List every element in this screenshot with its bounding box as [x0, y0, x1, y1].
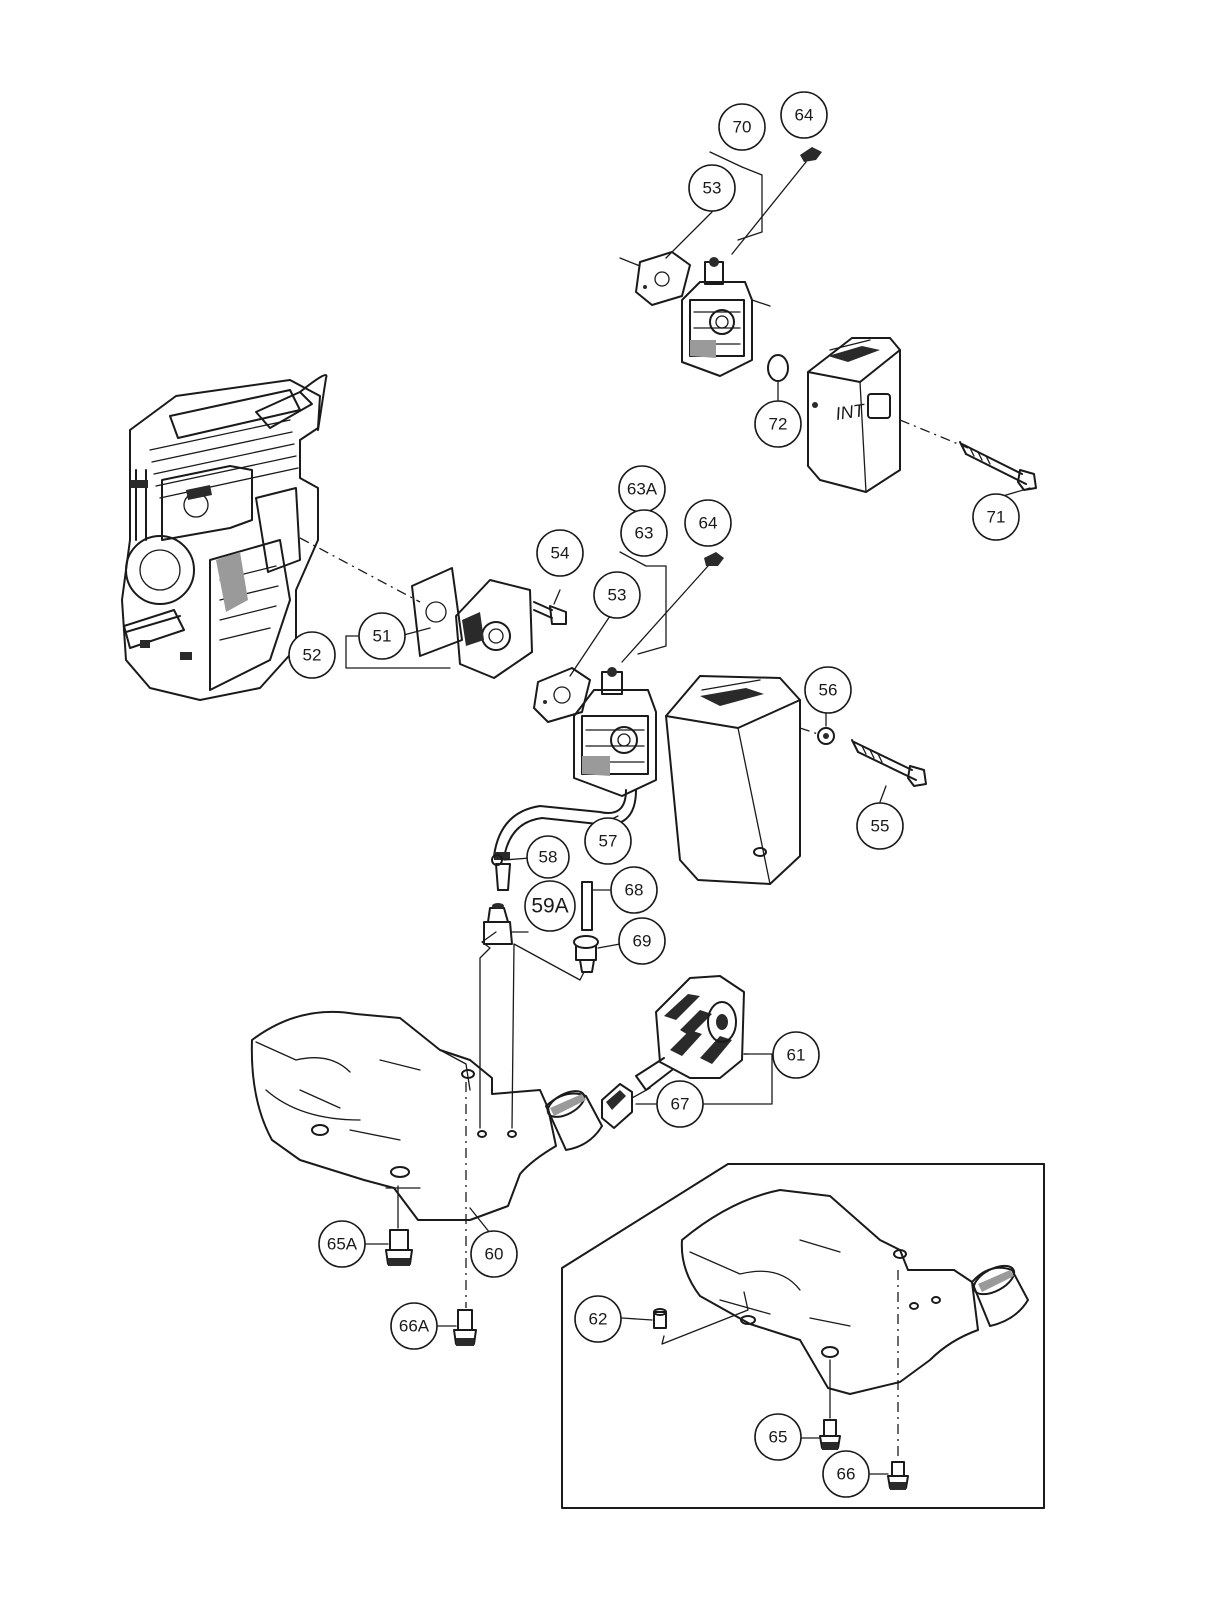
gasket-mid-icon	[533, 667, 591, 723]
bushing-62-icon	[621, 1308, 667, 1329]
engine-block-icon	[121, 374, 328, 701]
fuel-filter-icon	[635, 975, 745, 1091]
mid-carburetor-assembly	[299, 537, 927, 891]
callout-61: 61	[772, 1031, 820, 1079]
fuel-tank-inset-icon	[680, 1189, 979, 1395]
svg-text:66A: 66A	[399, 1317, 430, 1336]
air-cleaner-cover-mid-icon	[665, 675, 801, 885]
callout-57: 57	[584, 817, 632, 865]
callout-63: 63	[620, 509, 668, 557]
callout-72: 72	[754, 400, 802, 448]
svg-text:72: 72	[769, 415, 788, 434]
callout-68: 68	[610, 866, 658, 914]
bolt-65a-icon	[363, 1185, 413, 1266]
svg-text:66: 66	[837, 1465, 856, 1484]
inset-label-int: INT	[834, 400, 867, 424]
callout-53-mid: 53	[593, 571, 641, 619]
clip-mid-icon	[704, 552, 724, 566]
svg-text:71: 71	[987, 508, 1006, 527]
svg-text:56: 56	[819, 681, 838, 700]
callout-67: 67	[656, 1080, 704, 1128]
svg-text:68: 68	[625, 881, 644, 900]
carburetor-mid-icon	[573, 667, 657, 797]
fuel-line-icon	[493, 789, 637, 891]
callout-71: 71	[972, 493, 1020, 541]
bolt-mid-icon	[851, 739, 927, 787]
gasket-top-icon	[635, 251, 691, 306]
callout-58: 58	[526, 835, 570, 879]
callout-64-mid: 64	[684, 499, 732, 547]
svg-text:58: 58	[539, 848, 558, 867]
inset-box	[561, 1163, 1045, 1509]
svg-text:63: 63	[635, 524, 654, 543]
callout-65: 65	[754, 1413, 802, 1461]
clip-top-icon	[731, 147, 822, 255]
gasket-51-icon	[411, 567, 463, 657]
callout-60: 60	[470, 1230, 518, 1278]
svg-text:70: 70	[733, 118, 752, 137]
fuel-tank-main-icon	[250, 1010, 603, 1221]
svg-text:65: 65	[769, 1428, 788, 1447]
callout-54: 54	[536, 529, 584, 577]
insulator-icon	[455, 579, 533, 679]
callout-66A: 66A	[390, 1302, 438, 1350]
air-cleaner-cover-top-icon: INT	[807, 337, 901, 493]
svg-text:61: 61	[787, 1046, 806, 1065]
bolt-66a-icon	[437, 1082, 477, 1346]
svg-text:67: 67	[671, 1095, 690, 1114]
svg-text:60: 60	[485, 1245, 504, 1264]
callout-69: 69	[618, 917, 666, 965]
callouts: 70 64 53 72 71 63A 63 64 54 53 51 52 56 …	[288, 91, 1020, 1498]
callout-51: 51	[358, 612, 406, 660]
callout-59A: 59A	[524, 880, 576, 932]
callout-53-top: 53	[688, 164, 736, 212]
svg-text:64: 64	[795, 106, 814, 125]
callout-66: 66	[822, 1450, 870, 1498]
svg-text:62: 62	[589, 1310, 608, 1329]
fuel-pickup-icon	[601, 1083, 651, 1129]
svg-text:52: 52	[303, 646, 322, 665]
svg-text:51: 51	[373, 627, 392, 646]
top-carburetor-assembly: INT	[619, 147, 1037, 499]
bolt-top-icon	[899, 419, 1037, 491]
callout-64-top: 64	[780, 91, 828, 139]
callout-62: 62	[574, 1295, 622, 1343]
svg-text:65A: 65A	[327, 1235, 358, 1254]
callout-55: 55	[856, 802, 904, 850]
callout-65A: 65A	[318, 1220, 366, 1268]
bolt-66-icon	[869, 1270, 909, 1490]
callout-70: 70	[718, 103, 766, 151]
svg-text:53: 53	[608, 586, 627, 605]
svg-text:59A: 59A	[531, 895, 568, 918]
svg-text:54: 54	[551, 544, 570, 563]
tube-68-icon	[581, 881, 593, 931]
grommet-59a-icon	[483, 903, 529, 945]
screw-54-icon	[533, 589, 567, 625]
svg-text:64: 64	[699, 514, 718, 533]
svg-text:69: 69	[633, 932, 652, 951]
callout-63A: 63A	[618, 465, 666, 513]
svg-text:55: 55	[871, 817, 890, 836]
o-ring-icon	[767, 354, 789, 382]
grommet-69-icon	[573, 935, 621, 973]
carburetor-top-icon	[681, 257, 771, 377]
callout-56: 56	[804, 666, 852, 714]
fuel-small-parts	[479, 854, 621, 1129]
o-ring-58-icon	[491, 854, 503, 866]
washer-icon	[817, 727, 835, 745]
svg-text:57: 57	[599, 832, 618, 851]
callout-52: 52	[288, 631, 336, 679]
svg-text:63A: 63A	[627, 480, 658, 499]
bolt-65-icon	[799, 1359, 841, 1450]
svg-text:53: 53	[703, 179, 722, 198]
